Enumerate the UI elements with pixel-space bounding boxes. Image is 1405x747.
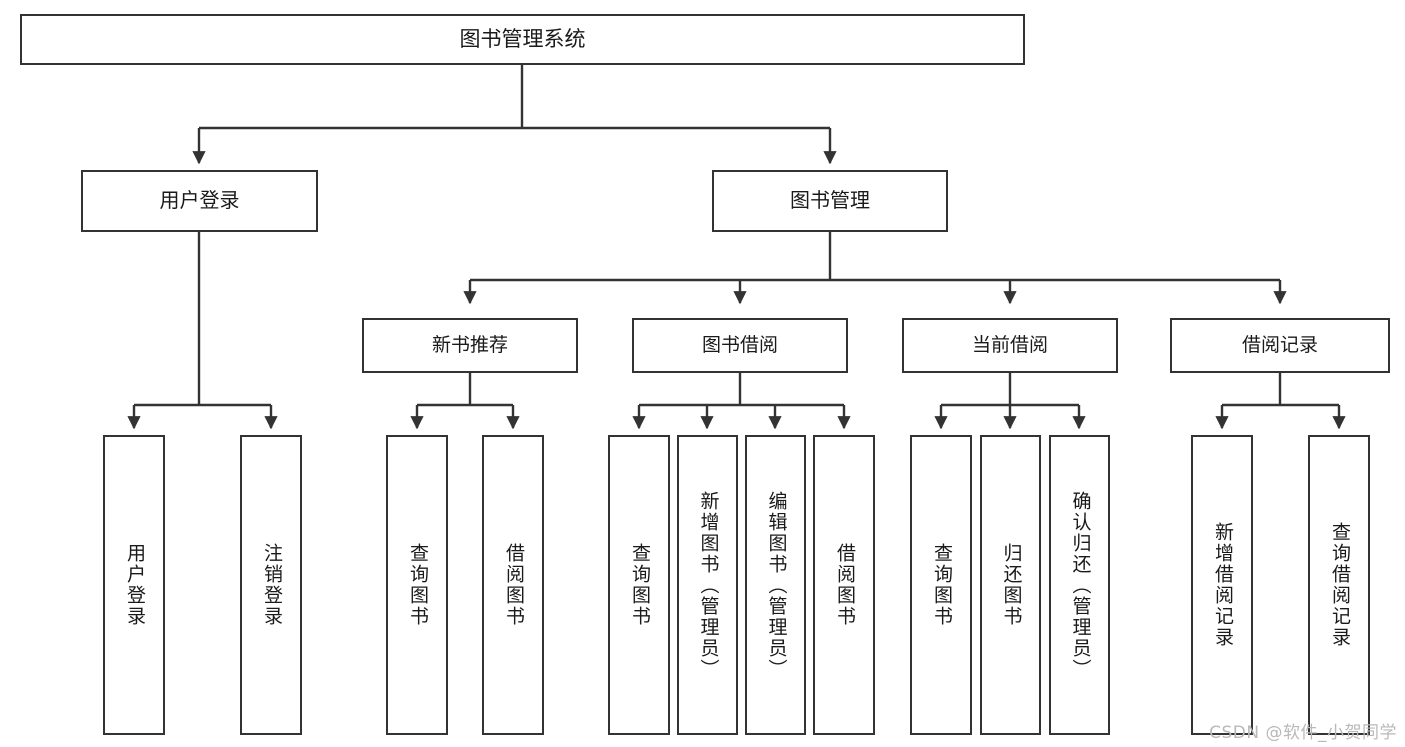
leaf-user-logout[interactable]: 注销登录 bbox=[240, 435, 302, 735]
node-current-borrow[interactable]: 当前借阅 bbox=[902, 318, 1118, 373]
leaf-add-book-admin[interactable]: 新增图书（管理员） bbox=[677, 435, 738, 735]
leaf-confirm-return-admin-label: 确认归还（管理员） bbox=[1069, 490, 1092, 680]
node-root-label: 图书管理系统 bbox=[459, 27, 586, 52]
leaf-query-borrow-record-label: 查询借阅记录 bbox=[1328, 522, 1351, 648]
node-root[interactable]: 图书管理系统 bbox=[20, 14, 1025, 65]
leaf-query-book-borrow-label: 查询图书 bbox=[628, 543, 651, 627]
leaf-query-book-current-label: 查询图书 bbox=[930, 543, 953, 627]
leaf-query-book-recommend-label: 查询图书 bbox=[406, 543, 429, 627]
leaf-add-book-admin-label: 新增图书（管理员） bbox=[697, 490, 720, 680]
leaf-user-logout-label: 注销登录 bbox=[260, 543, 283, 627]
node-new-book-recommend[interactable]: 新书推荐 bbox=[362, 318, 578, 373]
leaf-edit-book-admin-label: 编辑图书（管理员） bbox=[765, 490, 788, 680]
leaf-borrow-book-borrow-label: 借阅图书 bbox=[833, 543, 856, 627]
node-user-login[interactable]: 用户登录 bbox=[81, 170, 318, 232]
leaf-query-book-recommend[interactable]: 查询图书 bbox=[386, 435, 448, 735]
csdn-watermark: CSDN @软件_小贺同学 bbox=[1209, 723, 1397, 743]
leaf-query-book-current[interactable]: 查询图书 bbox=[910, 435, 972, 735]
leaf-user-login[interactable]: 用户登录 bbox=[103, 435, 165, 735]
leaf-borrow-book-recommend[interactable]: 借阅图书 bbox=[482, 435, 544, 735]
leaf-edit-book-admin[interactable]: 编辑图书（管理员） bbox=[745, 435, 806, 735]
leaf-add-borrow-record-label: 新增借阅记录 bbox=[1211, 522, 1234, 648]
leaf-query-book-borrow[interactable]: 查询图书 bbox=[608, 435, 670, 735]
node-current-borrow-label: 当前借阅 bbox=[971, 334, 1048, 357]
node-user-login-label: 用户登录 bbox=[159, 188, 240, 213]
node-borrow-record[interactable]: 借阅记录 bbox=[1170, 318, 1390, 373]
leaf-return-book-label: 归还图书 bbox=[1000, 543, 1023, 627]
node-borrow-record-label: 借阅记录 bbox=[1241, 334, 1318, 357]
leaf-return-book[interactable]: 归还图书 bbox=[980, 435, 1041, 735]
node-book-manage[interactable]: 图书管理 bbox=[712, 170, 948, 232]
node-new-book-recommend-label: 新书推荐 bbox=[431, 334, 508, 357]
node-book-borrow-label: 图书借阅 bbox=[701, 334, 778, 357]
node-book-borrow[interactable]: 图书借阅 bbox=[632, 318, 848, 373]
leaf-borrow-book-borrow[interactable]: 借阅图书 bbox=[813, 435, 875, 735]
leaf-confirm-return-admin[interactable]: 确认归还（管理员） bbox=[1049, 435, 1110, 735]
node-book-manage-label: 图书管理 bbox=[790, 188, 870, 213]
leaf-borrow-book-recommend-label: 借阅图书 bbox=[502, 543, 525, 627]
leaf-add-borrow-record[interactable]: 新增借阅记录 bbox=[1191, 435, 1253, 735]
leaf-user-login-label: 用户登录 bbox=[123, 543, 146, 627]
leaf-query-borrow-record[interactable]: 查询借阅记录 bbox=[1308, 435, 1370, 735]
